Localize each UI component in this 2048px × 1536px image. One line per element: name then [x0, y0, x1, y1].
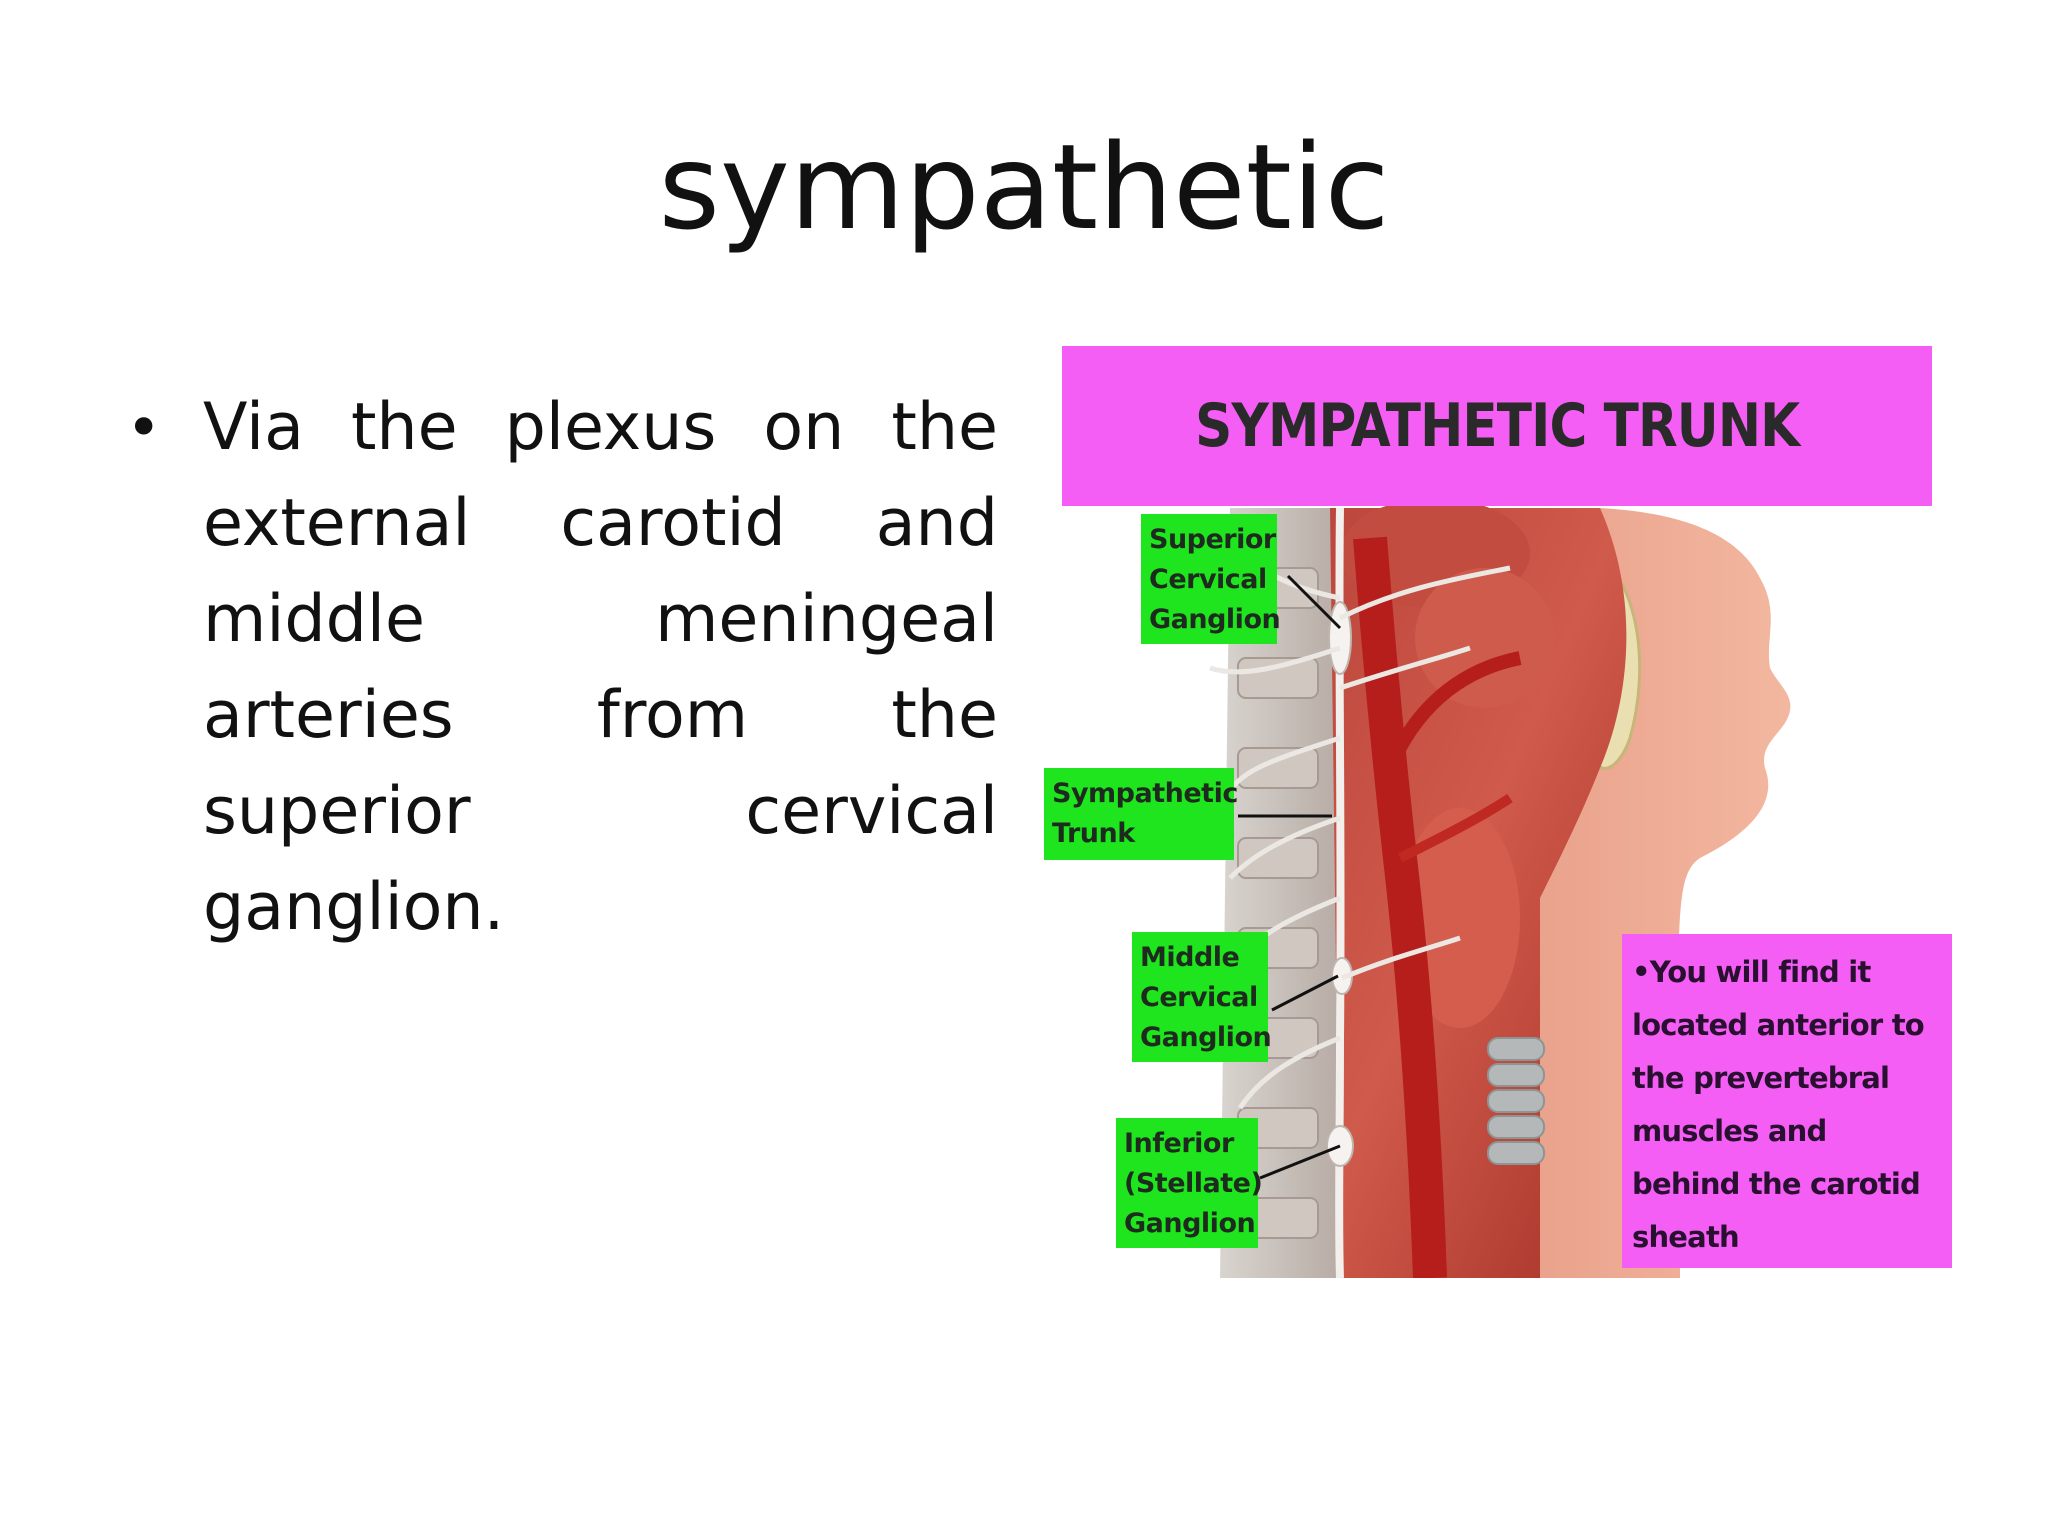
sympathetic-trunk-figure: SYMPATHETIC TRUNK Superior Cervical Gang…	[1040, 338, 1970, 1278]
figure-banner: SYMPATHETIC TRUNK	[1062, 346, 1932, 506]
label-middle-cervical-ganglion: Middle Cervical Ganglion	[1132, 932, 1272, 1062]
carotid-artery	[1353, 536, 1447, 1278]
label-inferior-stellate-ganglion: Inferior (Stellate) Ganglion	[1116, 1118, 1263, 1248]
thyroid-gland	[1400, 808, 1520, 1028]
neck-anatomy-illustration	[1209, 498, 1791, 1278]
label-superior-cervical-ganglion: Superior Cervical Ganglion	[1141, 514, 1281, 644]
label-sympathetic-trunk: Sympathetic Trunk	[1044, 768, 1238, 860]
bullet-marker: •	[126, 393, 162, 463]
bullet-text: Via the plexus on the external carotid a…	[203, 390, 998, 945]
trachea	[1487, 1037, 1545, 1165]
tongue-muscle	[1415, 568, 1555, 708]
pointer-lines	[1238, 574, 1342, 1180]
cervical-spine	[1220, 508, 1340, 1278]
location-note: •You will find it located anterior to th…	[1622, 934, 1952, 1268]
carotid-branch	[1383, 651, 1522, 771]
slide-title: sympathetic	[658, 118, 1390, 256]
figure-banner-text: SYMPATHETIC TRUNK	[1194, 391, 1800, 461]
carotid-branch	[1397, 793, 1513, 863]
superior-ganglion	[1328, 601, 1352, 675]
